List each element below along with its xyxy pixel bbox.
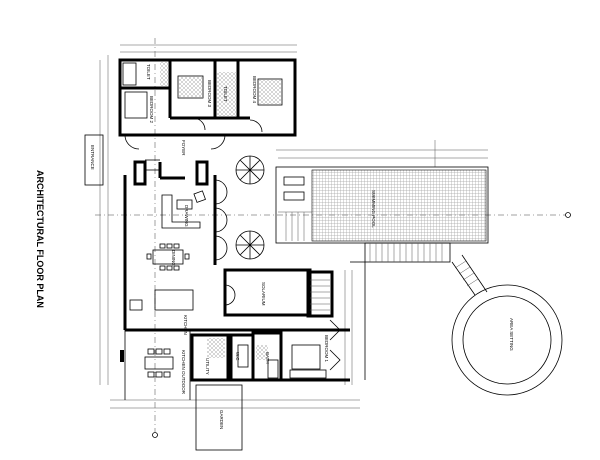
label-drawing: DRAWING [184, 205, 189, 227]
label-area-setting: AREA SETTING [509, 318, 514, 351]
label-dining: DINING [171, 250, 176, 266]
label-foyer: FOYER [181, 140, 186, 156]
label-kitchen-outdoor: KITCHEN OUTDOOR [181, 350, 186, 395]
label-bath: BATH [265, 352, 270, 364]
label-kitchen: KITCHEN [183, 315, 188, 335]
label-bedroom-1: BEDROOM 1 [324, 335, 329, 363]
label-toilet: TOILET [146, 64, 151, 80]
tree-icon [235, 230, 265, 260]
label-utility: UTILITY [205, 358, 210, 375]
foyer-area [84, 134, 226, 186]
label-swimming-pool: SWIMMING POOL [371, 190, 376, 228]
label-bedroom-2: BEDROOM 2 [149, 96, 154, 124]
label-bedroom-3: BEDROOM 3 [207, 80, 212, 108]
axis-marker [565, 212, 571, 218]
label-solarium: SOLARIUM [261, 282, 266, 306]
service-wing [120, 319, 350, 451]
label-entrance: ENTRANCE [90, 145, 95, 170]
tree-icon [235, 155, 265, 185]
axis-marker [152, 432, 158, 438]
solarium-wing [223, 268, 334, 318]
label-toilet-2: TOILET [223, 86, 228, 102]
label-garden: GARDEN [219, 410, 224, 429]
swimming-pool [275, 166, 489, 380]
label-bedroom-4: BEDROOM 4 [252, 76, 257, 104]
bedroom-wing [118, 58, 297, 137]
living-dining [123, 175, 228, 330]
label-wc: W.C [235, 352, 240, 361]
dimension-lines [99, 44, 488, 409]
area-setting [451, 254, 563, 396]
drawing-title: ARCHITECTURAL FLOOR PLAN [35, 170, 45, 308]
